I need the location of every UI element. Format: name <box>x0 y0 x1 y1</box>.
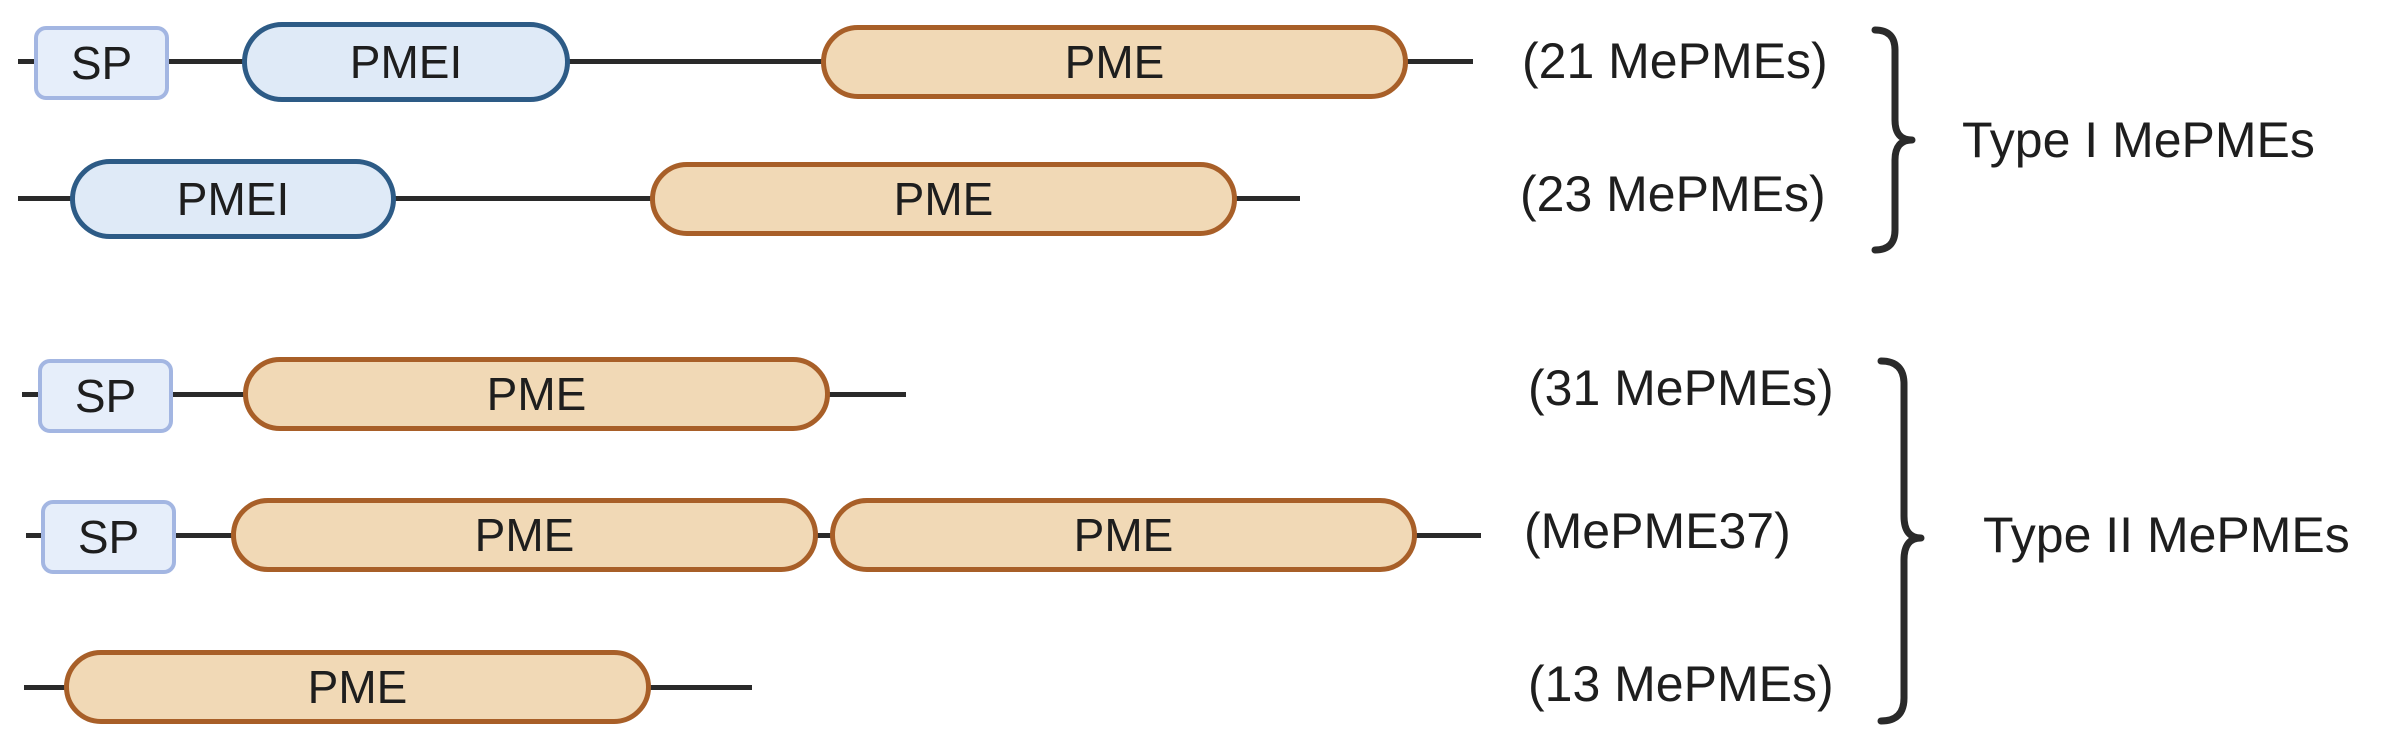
backbone-line <box>18 59 1473 64</box>
sp-domain: SP <box>41 500 176 574</box>
count-label: (21 MePMEs) <box>1522 33 1828 89</box>
pme-domain: PME <box>650 162 1237 236</box>
pmei-domain: PMEI <box>70 159 396 239</box>
count-label: (MePME37) <box>1524 503 1791 559</box>
pmei-domain: PMEI <box>242 22 570 102</box>
sp-domain: SP <box>34 26 169 100</box>
type2-brace-icon <box>1877 357 1925 725</box>
count-label: (13 MePMEs) <box>1528 656 1834 712</box>
pme-domain: PME <box>243 357 830 431</box>
sp-domain: SP <box>38 359 173 433</box>
pme-domain: PME <box>821 25 1408 99</box>
type1-brace-icon <box>1871 26 1916 254</box>
pme-domain: PME <box>830 498 1417 572</box>
type2-group-label: Type II MePMEs <box>1983 507 2350 563</box>
count-label: (23 MePMEs) <box>1520 166 1826 222</box>
type1-group-label: Type I MePMEs <box>1962 112 2315 168</box>
pme-domain: PME <box>231 498 818 572</box>
count-label: (31 MePMEs) <box>1528 360 1834 416</box>
pme-domain: PME <box>64 650 651 724</box>
